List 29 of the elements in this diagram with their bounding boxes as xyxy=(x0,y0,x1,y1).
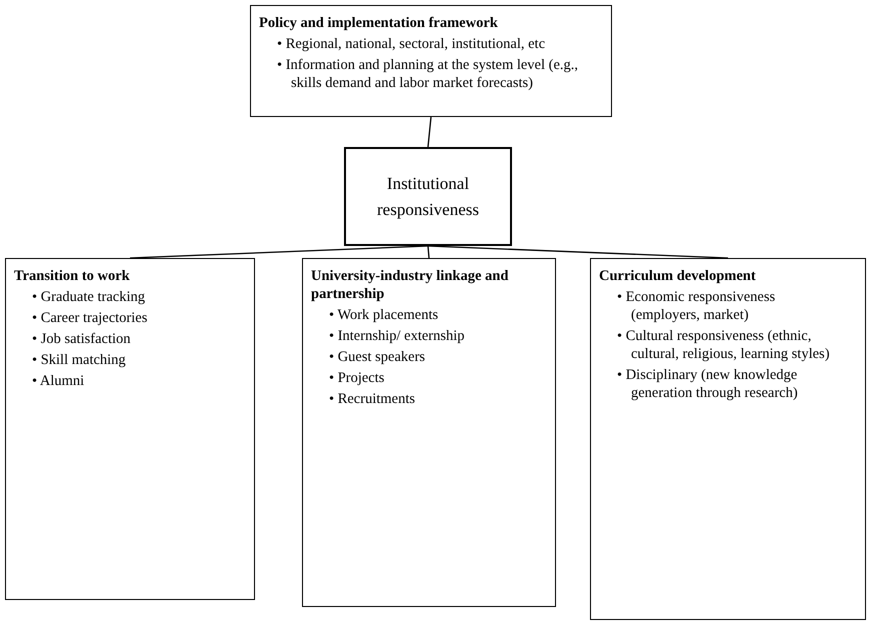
process-box xyxy=(250,5,612,117)
bullet-item: • Career trajectories xyxy=(32,309,148,327)
bullet-item: • Disciplinary (new knowledge generation through research) xyxy=(617,366,799,402)
bullet-item: • Economic responsiveness (employers, market) xyxy=(617,288,776,324)
box-heading: Policy and implementation framework xyxy=(259,14,499,32)
box-heading: Transition to work xyxy=(14,267,131,285)
bullet-item: • Regional, national, sectoral, institutional, etc xyxy=(277,35,546,53)
bullet-item: • Projects xyxy=(329,369,386,387)
box-heading: Curriculum development xyxy=(599,267,757,285)
process-box xyxy=(5,258,255,600)
connector-line xyxy=(427,246,430,258)
bullet-item: • Job satisfaction xyxy=(32,330,131,348)
bullet-item: • Information and planning at the system level (e.g., skills demand and labor market forecasts) xyxy=(277,56,579,92)
process-box xyxy=(344,147,512,246)
box-heading: University-industry linkage and partnership xyxy=(311,267,510,303)
bullet-item: • Graduate tracking xyxy=(32,288,145,306)
connector-line xyxy=(428,245,728,259)
connector-line xyxy=(130,245,428,259)
bullet-item: • Internship/ externship xyxy=(329,327,465,345)
bullet-item: • Skill matching xyxy=(32,351,126,369)
bullet-item: • Recruitments xyxy=(329,390,416,408)
bullet-item: • Work placements xyxy=(329,306,438,324)
bullet-item: • Cultural responsiveness (ethnic, cultural, religious, learning styles) xyxy=(617,327,831,363)
connector-line xyxy=(427,116,432,148)
bullet-item: • Guest speakers xyxy=(329,348,426,366)
process-box xyxy=(590,258,866,620)
process-box xyxy=(302,258,556,607)
bullet-item: • Alumni xyxy=(32,372,86,390)
box-text: Institutional responsiveness xyxy=(376,172,480,221)
